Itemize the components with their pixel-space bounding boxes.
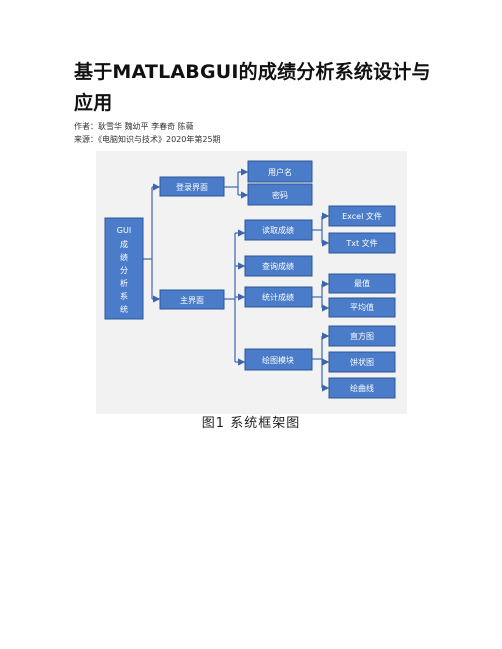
root-label-1: GUI [117, 226, 131, 235]
main-box [159, 289, 225, 310]
max-label: 最值 [354, 278, 370, 288]
curve-label: 绘曲线 [350, 383, 374, 393]
password-label: 密码 [272, 190, 288, 200]
curve-box [328, 377, 396, 399]
max-box [328, 273, 396, 294]
main-label: 主界面 [180, 295, 204, 305]
avg-label: 平均值 [350, 302, 374, 312]
root-label-2: 成 [120, 239, 128, 249]
login-label: 登录界面 [176, 182, 208, 192]
hist-label: 直方图 [350, 331, 374, 341]
txt-box [328, 232, 396, 254]
stats-label: 统计成绩 [262, 292, 294, 302]
username-box [247, 160, 313, 183]
root-label-7: 统 [120, 304, 128, 314]
connector-lines [143, 168, 330, 392]
pie-label: 饼状图 [350, 357, 374, 367]
system-framework-figure: GUI 成 绩 分 析 系 统 登录界面 用户名 密码 主界面 读取成绩 Exc… [96, 151, 407, 414]
username-label: 用户名 [268, 167, 292, 177]
query-box [244, 255, 313, 277]
query-label: 查询成绩 [262, 261, 294, 271]
plot-box [244, 348, 313, 371]
hist-box [328, 325, 396, 347]
excel-box [328, 205, 396, 227]
root-label-5: 析 [120, 278, 128, 288]
read-box [244, 219, 313, 241]
framework-diagram: GUI 成 绩 分 析 系 统 登录界面 用户名 密码 主界面 读取成绩 Exc… [104, 160, 396, 399]
article-authors: 作者：耿雪华 魏幼平 李春奇 陈薇 [74, 122, 194, 131]
root-box [104, 217, 144, 320]
article-title: 基于MATLABGUI的成绩分析系统设计与应用 [74, 61, 431, 114]
excel-label: Excel 文件 [342, 211, 382, 221]
pie-box [328, 351, 396, 373]
root-label-4: 分 [120, 266, 128, 275]
root-label-6: 系 [120, 291, 128, 301]
root-label-3: 绩 [120, 252, 128, 262]
txt-label: Txt 文件 [345, 238, 377, 248]
figure-caption: 图1 系统框架图 [201, 416, 301, 431]
login-box [159, 176, 225, 197]
stats-box [244, 286, 313, 308]
article-source: 来源：《电脑知识与技术》2020年第25期 [74, 135, 221, 144]
read-label: 读取成绩 [262, 225, 294, 235]
avg-box [328, 297, 396, 318]
password-box [247, 183, 313, 206]
plot-label: 绘图模块 [262, 355, 294, 365]
